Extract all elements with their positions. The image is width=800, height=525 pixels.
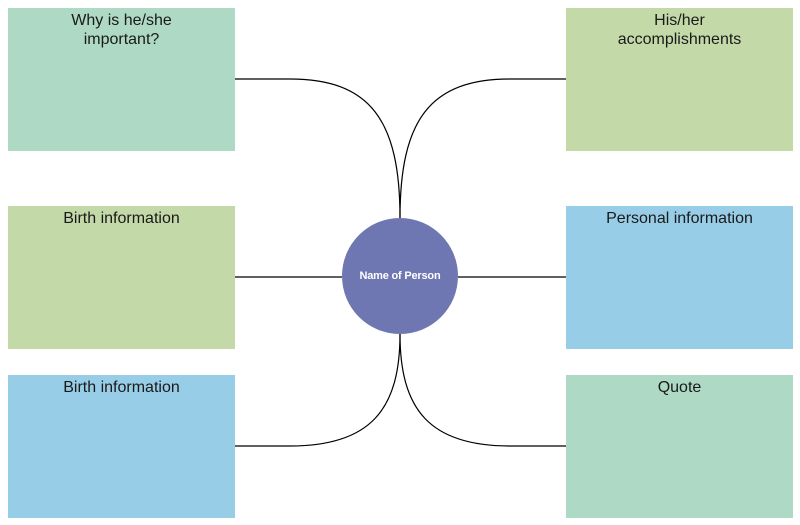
box-accomplishments-label: His/her accomplishments bbox=[617, 12, 742, 48]
connector-why bbox=[235, 78, 401, 219]
box-birth-information-bottom-label: Birth information bbox=[63, 379, 180, 396]
box-why-important[interactable]: Why is he/she important? bbox=[8, 8, 235, 151]
box-why-important-label: Why is he/she important? bbox=[71, 12, 172, 48]
connector-accomplish bbox=[399, 78, 566, 219]
center-node-name-of-person[interactable]: Name of Person bbox=[342, 218, 458, 334]
box-birth-information-bottom[interactable]: Birth information bbox=[8, 375, 235, 518]
box-quote[interactable]: Quote bbox=[566, 375, 793, 518]
box-birth-information-top[interactable]: Birth information bbox=[8, 206, 235, 349]
box-personal-information[interactable]: Personal information bbox=[566, 206, 793, 349]
box-quote-label: Quote bbox=[657, 379, 702, 396]
box-accomplishments[interactable]: His/her accomplishments bbox=[566, 8, 793, 151]
connector-birth-2 bbox=[235, 333, 401, 447]
box-birth-information-top-label: Birth information bbox=[63, 210, 180, 227]
center-node-label: Name of Person bbox=[359, 270, 441, 282]
box-personal-information-label: Personal information bbox=[606, 210, 753, 227]
connector-quote bbox=[399, 333, 566, 447]
